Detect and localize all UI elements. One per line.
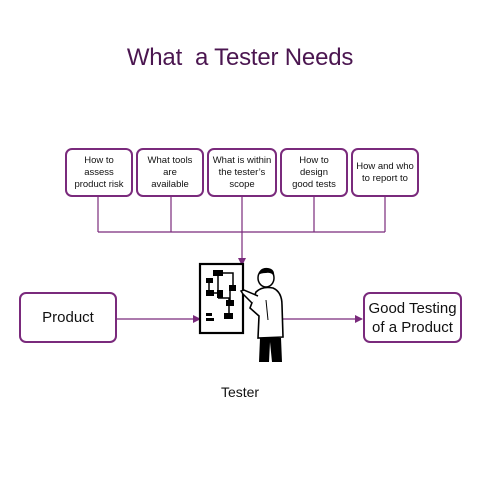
product-label: Product: [42, 309, 94, 326]
need-box-line: What is within: [212, 154, 272, 166]
diagram-title: What a Tester Needs: [126, 44, 354, 71]
good-testing-box: Good Testing of a Product: [363, 292, 462, 343]
need-box-line: product risk: [74, 178, 124, 190]
person-at-flowchart-board-icon: [198, 262, 284, 362]
tester-label: Tester: [220, 384, 260, 400]
need-box-line: How to design: [299, 154, 329, 178]
need-box-product-risk: How to assess product risk: [65, 148, 133, 197]
need-box-line: scope: [229, 178, 255, 190]
need-box-line: How and who: [356, 160, 414, 172]
good-testing-line: Good Testing: [368, 299, 457, 317]
need-box-line: to report to: [362, 172, 408, 184]
product-box: Product: [19, 292, 117, 343]
need-box-line: How to assess: [84, 154, 114, 178]
need-box-line: available: [151, 178, 189, 190]
need-box-tools: What tools are available: [136, 148, 204, 197]
need-box-scope: What is within the tester’s scope: [207, 148, 277, 197]
need-box-line: What tools are: [147, 154, 193, 178]
need-box-line: the tester’s: [218, 166, 266, 178]
good-testing-line: of a Product: [372, 318, 453, 336]
need-box-reporting: How and who to report to: [351, 148, 419, 197]
need-box-line: good tests: [292, 178, 336, 190]
need-box-design-tests: How to design good tests: [280, 148, 348, 197]
